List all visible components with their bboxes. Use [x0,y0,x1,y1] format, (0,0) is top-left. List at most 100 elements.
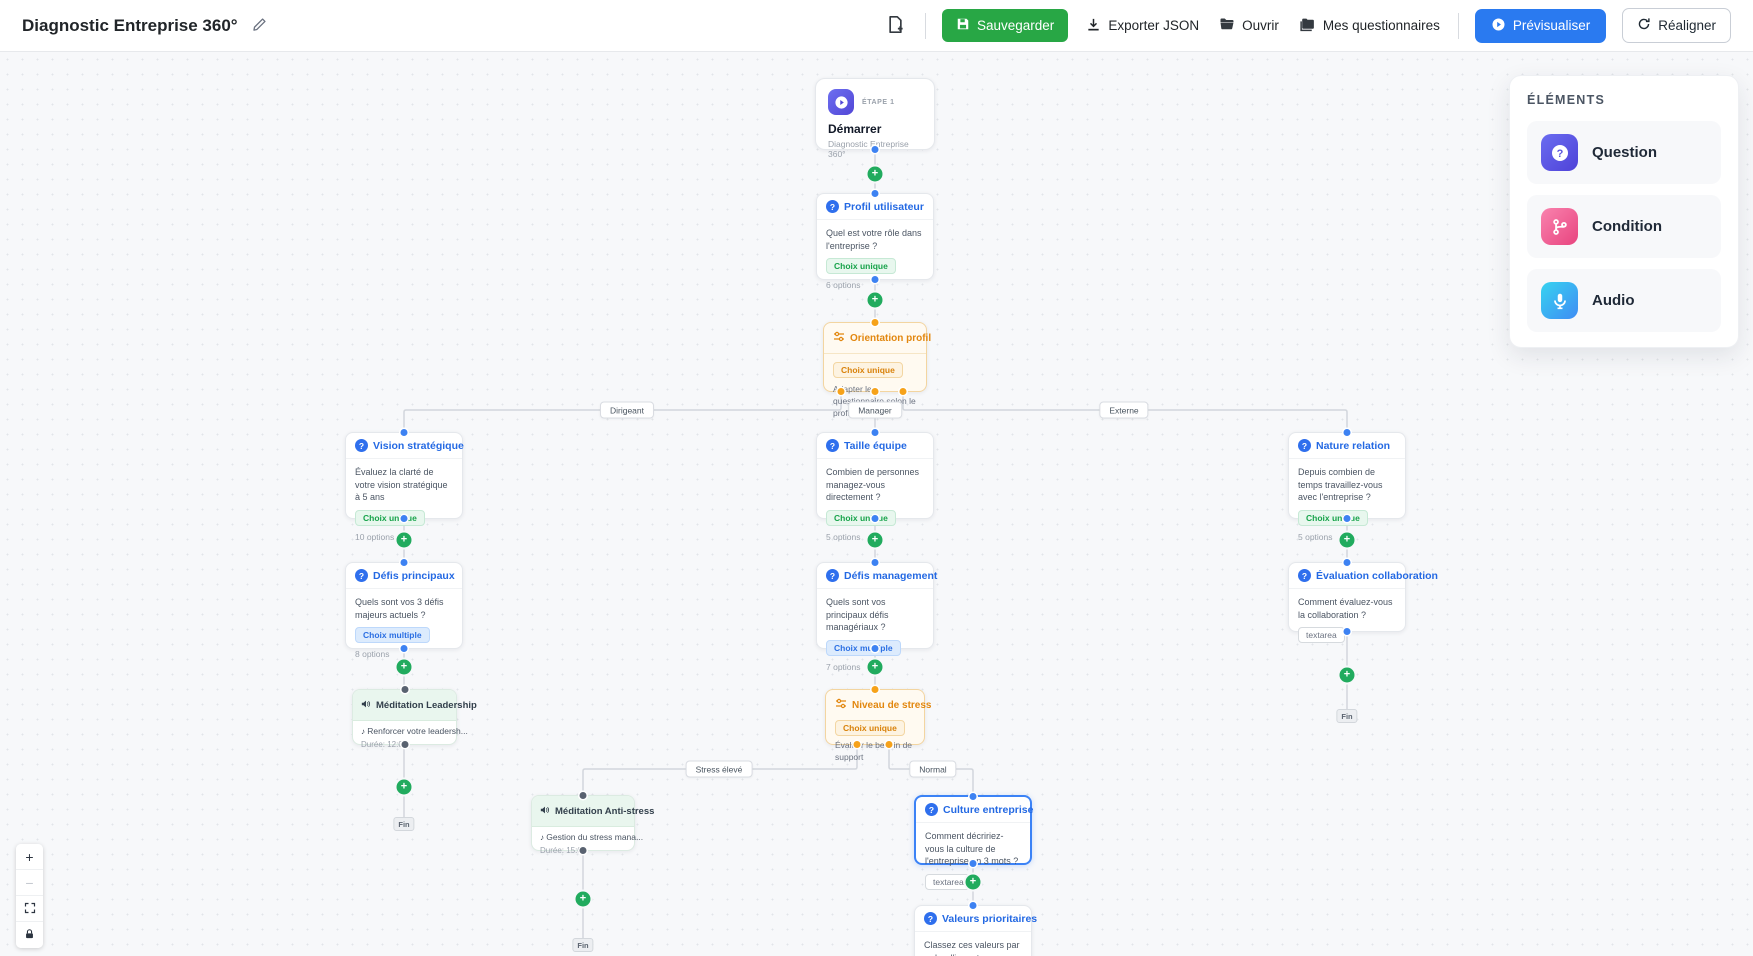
node-nature-relation[interactable]: Nature relation Depuis combien de temps … [1288,429,1406,542]
node-title: Démarrer [828,122,882,136]
target-handle[interactable] [871,559,879,566]
source-handle[interactable] [1343,515,1351,522]
source-handle[interactable] [401,741,408,748]
new-questionnaire-button[interactable] [882,11,909,41]
speaker-icon [361,696,371,714]
end-marker: Fin [572,938,594,952]
node-culture-entreprise[interactable]: Culture entreprise Comment décririez-vou… [914,793,1033,890]
realign-button[interactable]: Réaligner [1622,8,1731,43]
type-badge: Choix unique [826,509,896,526]
node-defis-management[interactable]: Défis management Quels sont vos principa… [816,559,937,672]
speaker-icon [540,802,550,820]
save-button[interactable]: Sauvegarder [942,9,1069,42]
source-handle-normal[interactable] [885,741,893,748]
target-handle[interactable] [969,902,977,909]
add-node-button[interactable] [867,166,883,182]
zoom-out-button[interactable] [16,870,43,896]
toolbar-divider [925,12,926,39]
source-handle[interactable] [871,515,879,522]
palette-item-audio[interactable]: Audio [1527,269,1721,332]
node-evaluation-collaboration[interactable]: Évaluation collaboration Comment évaluez… [1288,559,1438,644]
node-defis-principaux[interactable]: Défis principaux Quels sont vos 3 défis … [345,559,463,659]
add-node-button[interactable] [396,779,412,795]
export-json-button[interactable]: Exporter JSON [1084,11,1201,41]
lock-button[interactable] [16,922,43,948]
target-handle[interactable] [400,429,408,436]
condition-description: Adapter le questionnaire selon le profil [833,384,916,418]
elements-panel: ÉLÉMENTS ? Question Condition Audio [1509,75,1739,348]
node-valeurs-prioritaires[interactable]: Valeurs prioritaires Classez ces valeurs… [914,902,1037,956]
question-text: Combien de personnes managez-vous direct… [826,467,920,503]
add-node-button[interactable] [1339,532,1355,548]
add-node-button[interactable] [867,659,883,675]
node-start[interactable]: ÉTAPE 1 Démarrer Diagnostic Entreprise 3… [815,78,935,159]
add-node-button[interactable] [1339,667,1355,683]
target-handle[interactable] [579,792,587,799]
source-handle-manager[interactable] [871,388,879,395]
question-icon [355,439,368,452]
my-questionnaires-button[interactable]: Mes questionnaires [1297,10,1442,42]
add-node-button[interactable] [396,659,412,675]
source-handle[interactable] [871,645,879,652]
save-icon [956,17,970,34]
add-node-button[interactable] [867,292,883,308]
fit-view-button[interactable] [16,896,43,922]
node-meditation-leadership[interactable]: Méditation Leadership Renforcer votre le… [352,686,477,749]
sliders-icon [835,696,847,714]
preview-button[interactable]: Prévisualiser [1474,8,1607,43]
node-niveau-de-stress[interactable]: Niveau de stress Choix unique Évaluer le… [825,686,932,762]
source-handle-externe[interactable] [899,388,907,395]
options-count: 8 options [355,649,390,660]
question-text: Quels sont vos principaux défis managéri… [826,597,889,633]
source-handle-stress-eleve[interactable] [853,741,861,748]
branch-icon [1541,208,1578,245]
node-meditation-anti-stress[interactable]: Méditation Anti-stress Gestion du stress… [531,792,654,855]
open-button[interactable]: Ouvrir [1217,10,1281,41]
node-taille-equipe[interactable]: Taille équipe Combien de personnes manag… [816,429,934,542]
source-handle[interactable] [871,146,879,153]
target-handle[interactable] [1343,559,1351,566]
page-title: Diagnostic Entreprise 360° [22,15,238,35]
edge-label-externe: Externe [1099,401,1149,419]
palette-item-question[interactable]: ? Question [1527,121,1721,184]
elements-panel-title: ÉLÉMENTS [1527,93,1606,107]
target-handle[interactable] [871,429,879,436]
source-handle[interactable] [969,860,977,867]
type-badge: Choix multiple [355,627,430,644]
node-orientation-profil[interactable]: Orientation profil Choix unique Adapter … [823,319,931,418]
question-text: Comment évaluez-vous la collaboration ? [1298,597,1393,620]
target-handle[interactable] [401,686,408,693]
target-handle[interactable] [1343,429,1351,436]
target-handle[interactable] [871,319,879,326]
source-handle[interactable] [579,847,587,854]
flow-canvas[interactable]: ÉTAPE 1 Démarrer Diagnostic Entreprise 3… [0,52,1753,956]
node-vision-strategique[interactable]: Vision stratégique Évaluez la clarté de … [345,429,464,542]
pencil-icon [252,17,267,35]
question-icon [924,912,937,925]
step-label: ÉTAPE 1 [862,98,895,106]
source-handle[interactable] [400,515,408,522]
play-circle-icon [828,89,854,115]
source-handle[interactable] [871,276,879,283]
add-node-button[interactable] [575,891,591,907]
sliders-icon [833,329,845,347]
question-icon [1298,569,1311,582]
zoom-in-button[interactable] [16,844,43,870]
node-profil-utilisateur[interactable]: Profil utilisateur Quel est votre rôle d… [816,190,934,290]
microphone-icon [1541,282,1578,319]
target-handle[interactable] [871,190,879,197]
add-node-button[interactable] [396,532,412,548]
type-badge: Choix unique [355,509,425,526]
source-handle[interactable] [400,645,408,652]
add-node-button[interactable] [965,874,981,890]
target-handle[interactable] [400,559,408,566]
add-node-button[interactable] [867,532,883,548]
palette-item-condition[interactable]: Condition [1527,195,1721,258]
refresh-icon [1637,17,1651,34]
source-handle-dirigeant[interactable] [837,388,845,395]
target-handle[interactable] [871,686,879,693]
source-handle[interactable] [1343,628,1351,635]
edit-title-button[interactable] [248,13,271,39]
target-handle[interactable] [969,793,977,800]
options-count: 5 options [826,531,861,542]
